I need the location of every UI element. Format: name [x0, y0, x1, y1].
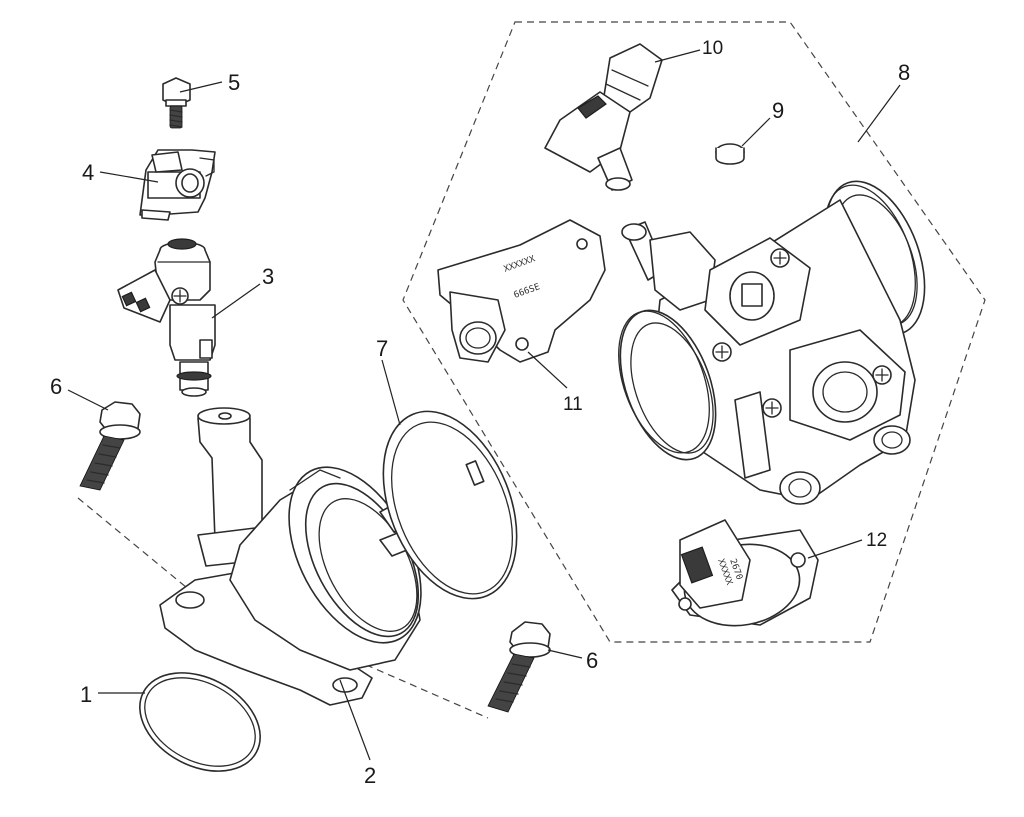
idle-control-valve: XXXXX 2670: [671, 519, 819, 627]
cap: [715, 143, 745, 165]
callout-numbers: 1 2 3 4 5 6 6 7 8 9 10 11 12: [50, 38, 910, 788]
leader-6a: [67, 389, 109, 411]
flange-bolt-upper: [79, 401, 141, 491]
throttle-body: [618, 180, 926, 505]
leader-5: [179, 81, 223, 93]
manifold-bolt-guide-lower: [354, 659, 489, 719]
leader-8: [857, 84, 901, 143]
o-ring: [139, 672, 261, 772]
leader-7: [381, 359, 401, 426]
callout-8: 8: [898, 60, 910, 85]
leader-lines: [67, 49, 901, 761]
callout-1: 1: [80, 682, 92, 707]
callout-12: 12: [866, 530, 887, 551]
leader-11: [527, 351, 568, 389]
leader-2: [339, 679, 371, 761]
callout-6a: 6: [50, 374, 62, 399]
callout-9: 9: [772, 98, 784, 123]
callout-6b: 6: [586, 648, 598, 673]
fuel-injector: [117, 238, 216, 397]
callout-4: 4: [82, 160, 94, 185]
intake-manifold: [159, 407, 422, 706]
leader-6b: [547, 649, 583, 659]
callout-3: 3: [262, 264, 274, 289]
sensor: [544, 43, 663, 191]
cap-bolt: [162, 77, 191, 129]
callout-7: 7: [376, 336, 388, 361]
callout-11: 11: [563, 394, 583, 415]
callout-10: 10: [702, 38, 723, 59]
manifold-bolt-guide-upper: [77, 497, 193, 593]
leader-9: [741, 117, 771, 147]
hose-clamp-band: [382, 410, 518, 600]
flange-bolt-lower: [487, 621, 551, 713]
leader-3: [211, 283, 261, 319]
leader-12: [807, 539, 863, 559]
callout-2: 2: [364, 763, 376, 788]
injector-cap: [139, 149, 216, 221]
leader-10: [654, 49, 701, 63]
callout-5: 5: [228, 70, 240, 95]
leader-4: [99, 171, 159, 183]
assembly-8-boundary: [402, 21, 986, 643]
throttle-position-sensor: XXXXXX 666SE: [437, 219, 606, 363]
